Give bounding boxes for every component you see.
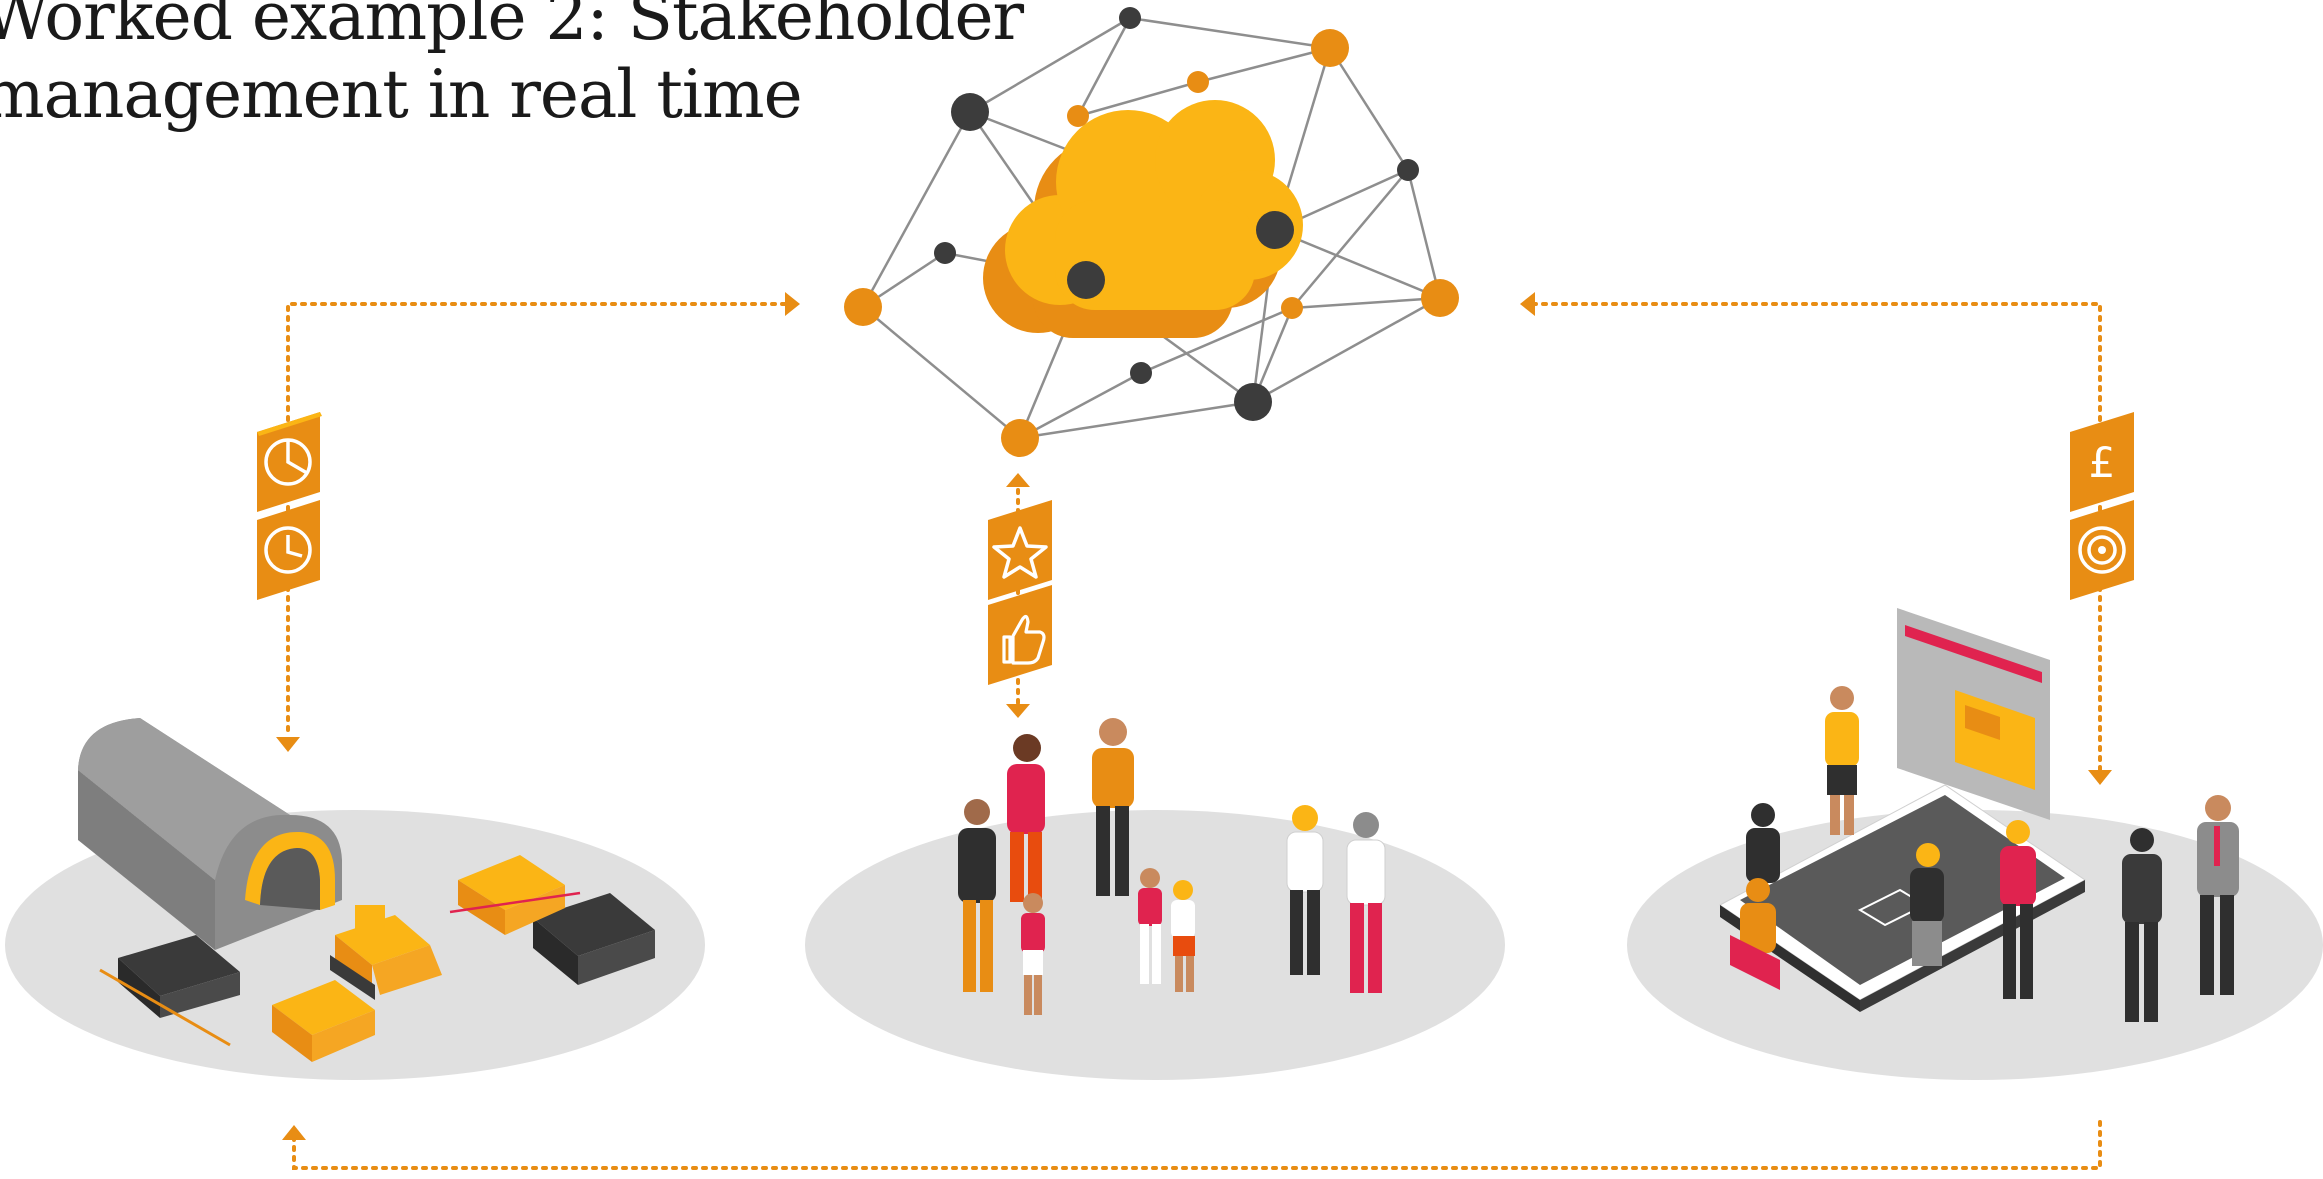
warehouse-hangar — [78, 718, 342, 950]
page-title-line-1: Worked example 2: Stakeholder — [0, 0, 1024, 55]
person-woman-red-top — [1007, 734, 1045, 902]
presentation-screen — [1897, 608, 2050, 820]
person-woman-grey-hair — [1346, 812, 1386, 993]
arrow-right-to-cloud — [1533, 302, 2102, 772]
timber-crate-2 — [272, 980, 375, 1062]
pallet-stack-1 — [99, 935, 240, 1047]
arrowhead-left — [1520, 292, 1535, 316]
arrowhead-down-right — [2088, 770, 2112, 785]
person-man-grey-hair — [958, 799, 996, 992]
thumbs-up-icon — [988, 585, 1052, 685]
target-icon — [2070, 500, 2134, 600]
icon-tiles-center — [988, 500, 1052, 685]
icon-tiles-left — [257, 412, 322, 600]
person-presenter — [1825, 686, 1859, 835]
arrowhead-up-bottom — [282, 1125, 306, 1140]
bulldozer — [330, 905, 442, 1000]
icon-tiles-right: £ — [2070, 412, 2134, 600]
pound-icon: £ — [2070, 412, 2134, 512]
person-child-blue-backpack — [1021, 893, 1045, 1015]
person-seated-orange — [1730, 878, 1780, 990]
construction-site-scene — [78, 718, 655, 1062]
pie-chart-icon — [257, 412, 322, 512]
star-icon — [988, 500, 1052, 600]
person-man-pink — [2000, 820, 2036, 999]
arrow-bottom-loop — [292, 1120, 2102, 1170]
business-meeting-scene — [1719, 608, 2239, 1022]
pallet-stack-2 — [533, 893, 655, 985]
page-title-line-2: management in real time — [0, 56, 803, 133]
person-woman-centre — [1910, 843, 1944, 966]
arrowhead-up-center — [1006, 473, 1030, 487]
person-child-red — [1138, 868, 1162, 984]
person-seated-woman — [1746, 803, 1780, 883]
arrowhead-right — [785, 292, 800, 316]
person-child-orange — [1171, 880, 1195, 992]
clock-icon — [257, 500, 320, 600]
person-man-orange-top — [1092, 718, 1134, 896]
person-businessman-2 — [2197, 795, 2239, 995]
network-graph — [844, 7, 1459, 457]
svg-text:£: £ — [2089, 438, 2116, 487]
community-group-scene — [958, 718, 1386, 1015]
network-nodes — [844, 7, 1459, 457]
arrowhead-down-left — [276, 737, 300, 752]
arrow-left-to-cloud — [286, 302, 787, 732]
timber-crate-1 — [449, 855, 581, 935]
person-businessman-1 — [2122, 828, 2162, 1022]
cloud-icon — [983, 100, 1303, 338]
arrowhead-down-center — [1006, 704, 1030, 718]
arrow-heads — [276, 292, 2112, 1140]
person-woman-blonde — [1286, 805, 1324, 975]
